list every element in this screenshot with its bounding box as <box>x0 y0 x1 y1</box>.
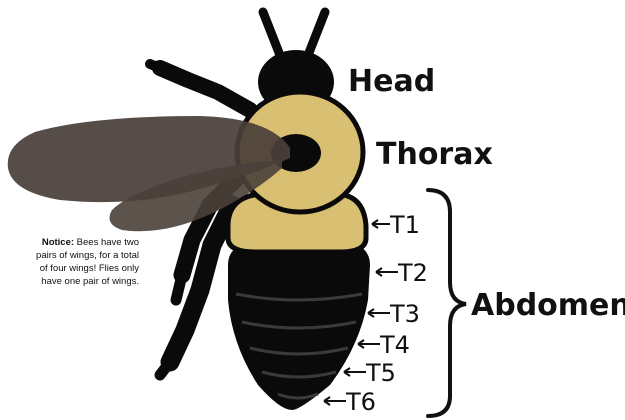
notice-line-1: Bees have two <box>74 237 139 248</box>
head-label: Head <box>348 64 435 99</box>
segment-label-t3: T3 <box>389 300 420 328</box>
notice: Notice: Bees have two pairs of wings, fo… <box>36 237 139 287</box>
segment-t4: T4 <box>358 331 410 359</box>
segment-label-t1: T1 <box>389 211 420 239</box>
svg-text:Notice: Bees have two: Notice: Bees have two <box>42 237 139 248</box>
front-leg <box>160 68 250 110</box>
left-arrow-icon <box>324 397 346 405</box>
left-arrow-icon <box>372 220 390 228</box>
segment-t2: T2 <box>376 259 428 287</box>
segment-t3: T3 <box>368 300 420 328</box>
abdomen-label: Abdomen <box>471 288 625 323</box>
notice-line-2: pairs of wings, for a total <box>36 250 139 261</box>
left-arrow-icon <box>368 309 390 317</box>
notice-bold: Notice: <box>42 237 74 248</box>
notice-line-3: of four wings! Flies only <box>40 263 140 274</box>
curly-brace-icon <box>428 190 466 416</box>
front-leg-tip <box>150 64 160 68</box>
middle-leg-tip <box>176 275 182 300</box>
segment-label-t2: T2 <box>397 259 428 287</box>
segment-t6: T6 <box>324 388 376 416</box>
segment-t5: T5 <box>344 359 396 387</box>
segment-label-t4: T4 <box>379 331 410 359</box>
left-arrow-icon <box>358 340 380 348</box>
segment-label-t5: T5 <box>365 359 396 387</box>
notice-line-4: have one pair of wings. <box>41 276 139 287</box>
segment-label-t6: T6 <box>345 388 376 416</box>
abdomen-body <box>228 240 370 410</box>
thorax-label: Thorax <box>376 137 493 172</box>
left-arrow-icon <box>344 368 366 376</box>
left-arrow-icon <box>376 268 398 276</box>
abdomen <box>228 240 370 410</box>
segment-t1: T1 <box>372 211 420 239</box>
